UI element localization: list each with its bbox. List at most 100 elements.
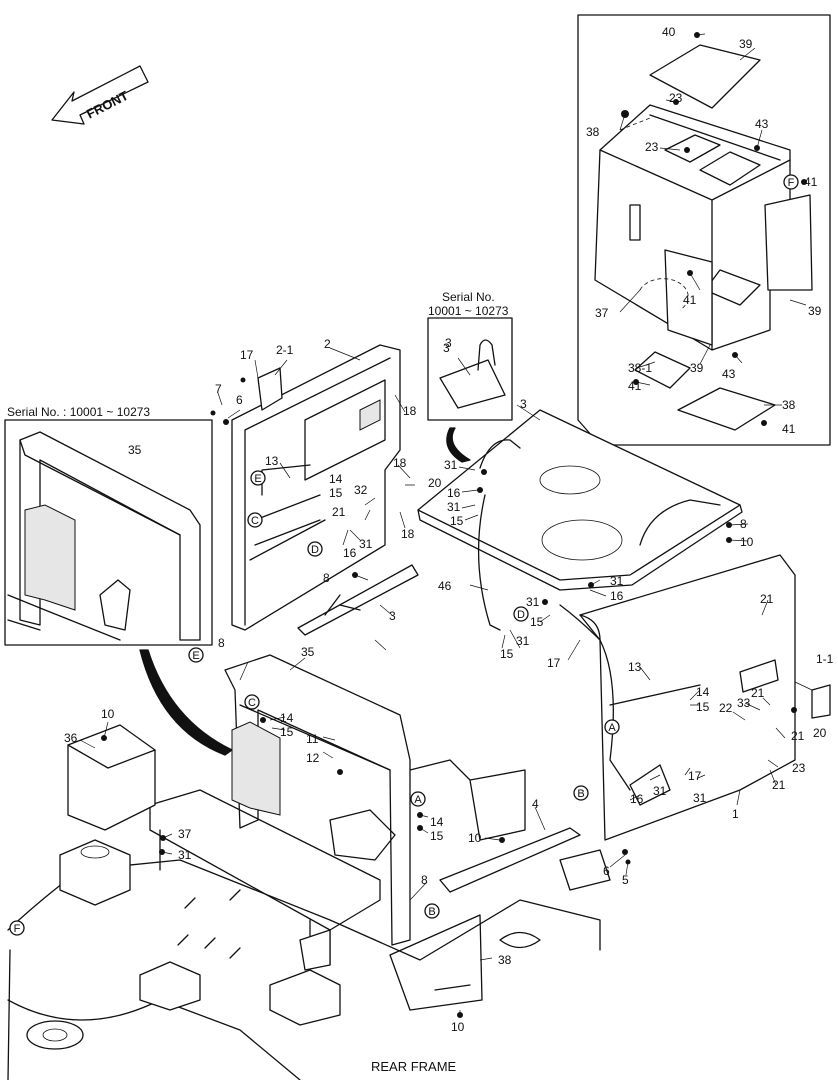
- part-label: 3: [443, 341, 450, 355]
- part-label: 41: [628, 379, 642, 393]
- part-label: 41: [683, 293, 697, 307]
- part-label: 6: [603, 864, 610, 878]
- part-label: 21: [751, 686, 765, 700]
- part-label: 39: [739, 37, 753, 51]
- part-label: 17: [240, 348, 254, 362]
- part-label: 38-1: [628, 361, 652, 375]
- part-label: 31: [653, 784, 667, 798]
- part-label: 21: [332, 505, 346, 519]
- svg-text:A: A: [414, 794, 422, 806]
- part-label: 15: [430, 829, 444, 843]
- part-label: 43: [722, 367, 736, 381]
- part-label: 11: [306, 732, 319, 746]
- part-label: 31: [693, 791, 707, 805]
- cover-inset-part-label: 3: [445, 336, 452, 350]
- part-label: 21: [772, 778, 786, 792]
- tag-e-frame: E: [188, 647, 204, 663]
- guard-inset-part-label: 35: [128, 443, 142, 457]
- part-label: 16: [343, 546, 357, 560]
- part-label: 41: [804, 175, 818, 189]
- swoosh-34: [139, 649, 233, 756]
- tag-d-cable: D: [513, 606, 529, 622]
- part-label: 31: [444, 458, 458, 472]
- part-label: 16: [630, 792, 644, 806]
- part-label: 18: [403, 404, 417, 418]
- part-label: 23: [792, 761, 806, 775]
- svg-text:B: B: [428, 906, 435, 918]
- panel-36: [389, 914, 483, 1011]
- part-label: 7: [215, 382, 222, 396]
- part-label: 16: [447, 486, 461, 500]
- part-label: 39: [690, 361, 704, 375]
- part-label: 8: [218, 636, 225, 650]
- part-label: 31: [516, 634, 530, 648]
- tag-d-door: D: [307, 541, 323, 557]
- part-label: 15: [280, 725, 294, 739]
- part-label: 2: [324, 337, 331, 351]
- rear-frame: [7, 759, 611, 1080]
- part-label: 8: [323, 571, 330, 585]
- part-label: 10: [740, 535, 754, 549]
- part-label: 8: [421, 873, 428, 887]
- cover-inset-serial-line2: 10001 ~ 10273: [428, 304, 509, 318]
- part-label: 37: [178, 827, 192, 841]
- footer-title: REAR FRAME: [371, 1059, 457, 1074]
- tag-e-door: E: [250, 470, 266, 486]
- part-label: 2-1: [276, 343, 294, 357]
- svg-text:B: B: [577, 788, 584, 800]
- svg-text:F: F: [788, 177, 795, 189]
- svg-text:E: E: [254, 473, 261, 485]
- tag-a-panel: A: [604, 719, 620, 735]
- part-label: 36: [64, 731, 78, 745]
- part-label: 35: [301, 645, 315, 659]
- cover-serial-inset: [427, 317, 513, 421]
- main-frame: [149, 654, 411, 971]
- part-label: 6: [236, 393, 243, 407]
- part-label: 5: [622, 873, 629, 887]
- part-label: 31: [447, 500, 461, 514]
- part-label: 15: [696, 700, 710, 714]
- part-label: 31: [526, 595, 540, 609]
- tag-f-upper: F: [783, 174, 799, 190]
- upper-box-inset: [577, 14, 831, 446]
- part-label: 8: [740, 517, 747, 531]
- part-label: 22: [719, 701, 733, 715]
- part-label: 14: [329, 472, 343, 486]
- part-label: 16: [610, 589, 624, 603]
- part-label: 15: [329, 486, 343, 500]
- part-label: 1: [732, 807, 739, 821]
- door-panel: [231, 344, 401, 631]
- svg-text:C: C: [248, 697, 256, 709]
- part-label: 33: [737, 696, 751, 710]
- swoosh-3: [446, 427, 471, 463]
- part-label: 14: [280, 711, 294, 725]
- part-label: 10: [451, 1020, 465, 1034]
- panel-35: [67, 724, 156, 831]
- part-label: 46: [438, 579, 452, 593]
- part-label: 13: [265, 454, 279, 468]
- part-label: 20: [428, 476, 442, 490]
- tag-c-frame: C: [244, 694, 260, 710]
- part-label: 15: [450, 514, 464, 528]
- part-label: 3: [389, 609, 396, 623]
- part-label: 18: [401, 527, 415, 541]
- part-label: 20: [813, 726, 827, 740]
- svg-text:E: E: [192, 650, 199, 662]
- svg-text:F: F: [14, 923, 21, 935]
- part-label: 38: [782, 398, 796, 412]
- svg-text:A: A: [608, 722, 616, 734]
- part-label: 32: [354, 483, 368, 497]
- top-cover: [417, 409, 743, 591]
- part-label: 10: [468, 831, 482, 845]
- circle-tags: F E C D D E C A A B B F: [9, 174, 799, 936]
- part-label: 21: [760, 592, 774, 606]
- part-label: 14: [430, 815, 444, 829]
- tag-a-frame: A: [410, 791, 426, 807]
- tag-b-panel: B: [573, 785, 589, 801]
- front-arrow: FRONT: [51, 65, 149, 125]
- part-label: 17: [688, 769, 702, 783]
- svg-text:C: C: [251, 515, 259, 527]
- part-label: 38: [586, 125, 600, 139]
- part-label: 15: [500, 647, 514, 661]
